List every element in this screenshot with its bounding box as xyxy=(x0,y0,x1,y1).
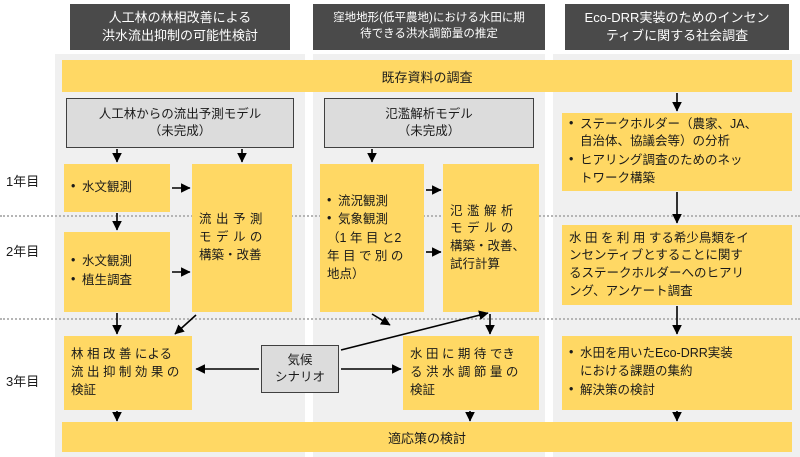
col1-year3-line3: 検証 xyxy=(71,382,97,397)
col3-year3-bullet-1-line1: 水田を用いたEco-DRR実装 xyxy=(580,346,733,361)
year-label-2: 2年目 xyxy=(6,238,54,262)
col2-obs-bullet-2: 気象観測 xyxy=(327,210,417,229)
col3-year2-line3: るステークホルダーへのヒアリ xyxy=(569,266,745,280)
col2-model-line4: 試行計算 xyxy=(450,256,501,271)
col3-year2-line4: ング、アンケート調査 xyxy=(569,283,693,298)
col1-model-line3: 構築・改善 xyxy=(199,247,262,262)
model-runoff-line1: 人工林からの流出予測モデル xyxy=(98,107,262,122)
model-box-flood-analysis: 氾濫解析モデル （未完成） xyxy=(324,98,534,148)
column-header-1-line2: 洪水流出抑制の可能性検討 xyxy=(101,28,258,43)
box-col1-year3-verification: 林 相 改 善 による 流 出 抑 制 効 果 の 検証 xyxy=(64,336,192,410)
climate-scenario-line1: 気候 xyxy=(287,353,313,368)
col3-year2-line2: ンセンティブとすることに関す xyxy=(569,248,743,263)
model-flood-line2: （未完成） xyxy=(397,124,461,138)
col1-year3-line2: 流 出 抑 制 効 果 の xyxy=(71,365,180,380)
box-climate-scenario: 気候 シナリオ xyxy=(261,345,339,393)
box-col2-flood-model-development: 氾 濫 解 析 モ デ ル の 構築・改善、 試行計算 xyxy=(443,164,539,312)
bottom-band-adaptation-measures: 適応策の検討 xyxy=(62,422,792,452)
column-header-2: 窪地地形(低平農地)における水田に期 待できる洪水調節量の推定 xyxy=(313,4,545,50)
col3-year1-bullet-2: ヒアリング調査のためのネッ トワーク構築 xyxy=(569,151,785,188)
col2-obs-note-line2: 年 目 で 別 の xyxy=(327,248,404,263)
box-col1-year1-observation: 水文観測 xyxy=(64,164,170,212)
column-header-1-line1: 人工林の林相改善による xyxy=(108,10,252,26)
col1-model-line1: 流 出 予 測 xyxy=(199,212,263,227)
year-label-1-text: 1年目 xyxy=(6,173,40,189)
col2-year3-line2: る 洪 水 調 節 量 の xyxy=(410,365,519,380)
box-col3-year1-stakeholder: ステークホルダー（農家、JA、 自治体、協議会等）の分析 ヒアリング調査のための… xyxy=(562,113,792,191)
column-header-2-line1: 窪地地形(低平農地)における水田に期 xyxy=(333,12,525,25)
box-col2-year3-verification: 水 田 に 期 待 でき る 洪 水 調 節 量 の 検証 xyxy=(403,336,539,410)
col1-year2-bullet-1: 水文観測 xyxy=(71,252,163,271)
model-runoff-line2: （未完成） xyxy=(148,124,212,138)
box-col1-year2-observation: 水文観測 植生調査 xyxy=(64,232,170,312)
col2-obs-note-line1: （1 年 目 と2 xyxy=(327,231,402,246)
col2-obs-bullet-1: 流況観測 xyxy=(327,192,417,211)
col1-year2-bullet-2: 植生調査 xyxy=(71,271,163,290)
year-label-3-text: 3年目 xyxy=(6,373,40,389)
column-header-3: Eco-DRR実装のためのインセン ティブに関する社会調査 xyxy=(565,4,789,50)
col3-year1-bullet-2-line1: ヒアリング調査のためのネッ xyxy=(580,153,743,167)
top-band-label: 既存資料の調査 xyxy=(381,69,473,85)
year-label-3: 3年目 xyxy=(6,368,54,392)
col2-model-line3: 構築・改善、 xyxy=(450,239,526,253)
column-header-1: 人工林の林相改善による 洪水流出抑制の可能性検討 xyxy=(70,4,290,50)
col2-model-line2: モ デ ル の xyxy=(450,221,514,236)
model-box-runoff-prediction: 人工林からの流出予測モデル （未完成） xyxy=(66,98,294,148)
column-header-3-line1: Eco-DRR実装のためのインセン xyxy=(584,10,770,26)
box-col3-year2-hearing-survey: 水 田 を 利 用 する希少鳥類をイ ンセンティブとすることに関す るステークホ… xyxy=(562,225,792,305)
year-label-2-text: 2年目 xyxy=(6,243,40,259)
col1-model-line2: モ デ ル の xyxy=(199,230,263,245)
col3-year1-bullet-1-line2: 自治体、協議会等）の分析 xyxy=(580,134,731,149)
col3-year3-bullet-1: 水田を用いたEco-DRR実装 における課題の集約 xyxy=(569,344,785,381)
col2-obs-note-line3: 地点） xyxy=(327,266,365,281)
box-col2-observation: 流況観測 気象観測 （1 年 目 と2 年 目 で 別 の 地点） xyxy=(320,164,424,312)
column-header-3-line2: ティブに関する社会調査 xyxy=(605,28,749,43)
box-col1-runoff-model-development: 流 出 予 測 モ デ ル の 構築・改善 xyxy=(192,164,292,312)
box-col3-year3-issues: 水田を用いたEco-DRR実装 における課題の集約 解決策の検討 xyxy=(562,336,792,410)
col2-year3-line1: 水 田 に 期 待 でき xyxy=(410,347,515,362)
col1-year1-bullet-1: 水文観測 xyxy=(71,178,163,197)
top-band-existing-data-survey: 既存資料の調査 xyxy=(62,60,792,92)
col3-year1-bullet-2-line2: トワーク構築 xyxy=(580,170,656,185)
bottom-band-label: 適応策の検討 xyxy=(387,430,466,446)
col3-year3-bullet-2: 解決策の検討 xyxy=(569,381,785,400)
climate-scenario-line2: シナリオ xyxy=(274,370,325,384)
year-label-1: 1年目 xyxy=(6,168,54,192)
col2-model-line1: 氾 濫 解 析 xyxy=(450,203,514,218)
col3-year2-line1: 水 田 を 利 用 する希少鳥類をイ xyxy=(569,230,749,245)
col1-year3-line1: 林 相 改 善 による xyxy=(71,347,173,362)
year-divider-2-3 xyxy=(0,318,800,320)
column-header-2-line2: 待できる洪水調節量の推定 xyxy=(360,28,498,40)
col3-year1-bullet-1: ステークホルダー（農家、JA、 自治体、協議会等）の分析 xyxy=(569,115,785,152)
col3-year3-bullet-1-line2: における課題の集約 xyxy=(580,364,693,379)
col2-year3-line3: 検証 xyxy=(410,382,436,397)
col3-year1-bullet-1-line1: ステークホルダー（農家、JA、 xyxy=(580,116,758,131)
model-flood-line1: 氾濫解析モデル xyxy=(385,107,473,122)
